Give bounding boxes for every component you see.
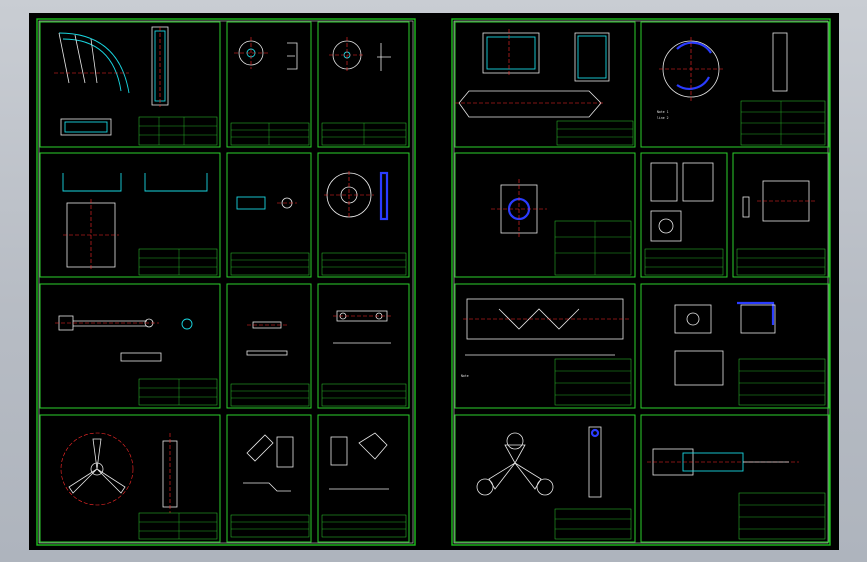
drawing-panel-5[interactable] [226,152,312,278]
drawing-panel-3[interactable] [317,21,410,148]
title-block-8 [230,383,310,407]
drawing-panel-19[interactable] [640,283,830,409]
drawing-panel-15[interactable] [454,152,636,278]
title-block-15 [554,220,632,276]
drawing-panel-1[interactable] [39,21,221,148]
drawing-panel-17[interactable] [732,152,830,278]
title-block-17 [736,248,826,276]
title-block-11 [230,514,310,538]
cad-viewport[interactable]: Note 1 line 2 [29,13,839,550]
drawing-panel-8[interactable] [226,283,312,409]
svg-text:Note: Note [461,374,469,378]
drawing-panel-2[interactable] [226,21,312,148]
title-block-14 [740,100,826,146]
drawing-panel-13[interactable] [454,21,636,148]
title-block-1 [138,116,218,146]
drawing-panel-9[interactable] [317,283,410,409]
title-block-5 [230,252,310,276]
svg-text:Note 1: Note 1 [657,110,669,114]
title-block-19 [738,358,826,406]
drawing-panel-10[interactable] [39,414,221,543]
title-block-18 [554,358,632,406]
title-block-6 [321,252,407,276]
drawing-panel-11[interactable] [226,414,312,543]
title-block-9 [321,383,407,407]
drawing-panel-12[interactable] [317,414,410,543]
title-block-2 [230,122,310,146]
drawing-panel-7[interactable] [39,283,221,409]
title-block-3 [321,122,407,146]
title-block-16 [644,248,724,276]
svg-text:line 2: line 2 [657,116,669,120]
drawing-panel-6[interactable] [317,152,410,278]
drawing-panel-21[interactable] [640,414,830,543]
right-sheet: Note 1 line 2 [451,18,831,546]
left-sheet [36,18,416,546]
drawing-panel-20[interactable] [454,414,636,543]
title-block-21 [738,492,826,540]
drawing-panel-14[interactable]: Note 1 line 2 [640,21,830,148]
title-block-13 [556,120,634,146]
drawing-panel-18[interactable]: Note [454,283,636,409]
title-block-10 [138,512,218,540]
title-block-4 [138,248,218,276]
drawing-panel-16[interactable] [640,152,728,278]
title-block-12 [321,514,407,538]
drawing-panel-4[interactable] [39,152,221,278]
title-block-7 [138,378,218,406]
title-block-20 [554,508,632,540]
